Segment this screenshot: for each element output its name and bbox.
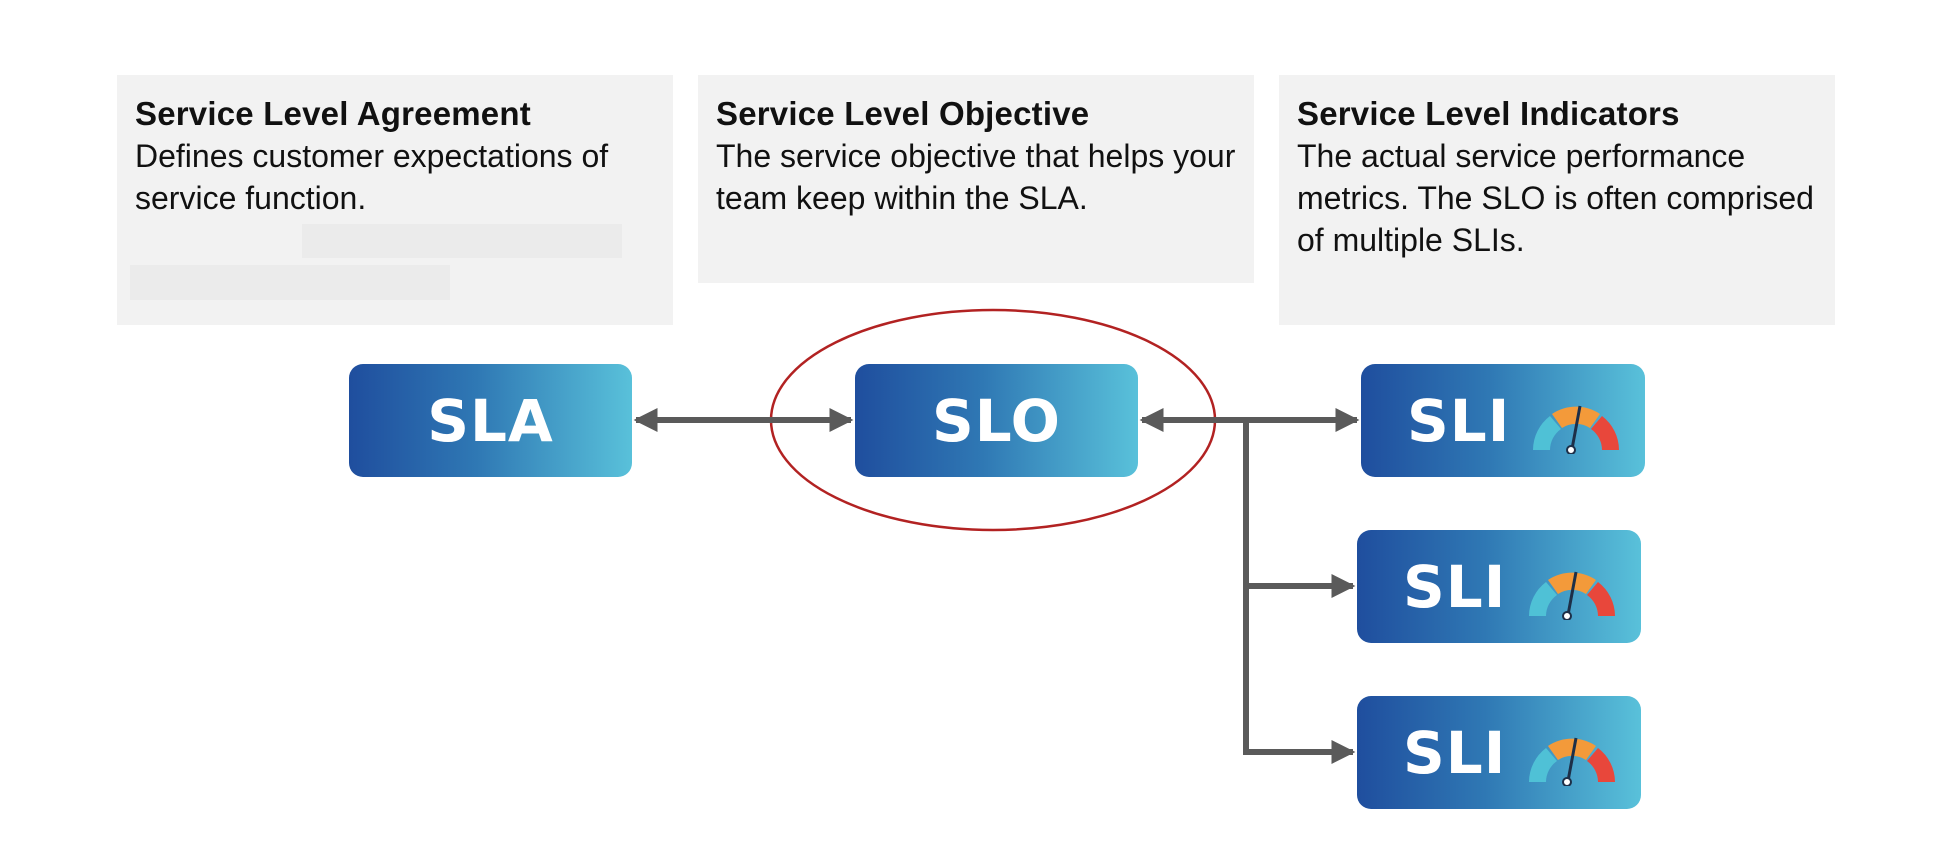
sla-node: SLA bbox=[349, 364, 632, 477]
sli-node: SLI bbox=[1361, 364, 1645, 477]
slo-card-title: Service Level Objective bbox=[716, 95, 1090, 132]
redacted-text-block bbox=[302, 224, 622, 258]
slo-node-label: SLO bbox=[932, 386, 1061, 455]
sli-node: SLI bbox=[1357, 696, 1641, 809]
sli-card-title: Service Level Indicators bbox=[1297, 95, 1680, 132]
slo-card-description: The service objective that helps your te… bbox=[716, 138, 1236, 216]
sla-node-label: SLA bbox=[427, 386, 554, 455]
sli-node-label: SLI bbox=[1403, 552, 1507, 621]
sli-node-label: SLI bbox=[1403, 718, 1507, 787]
slo-node: SLO bbox=[855, 364, 1138, 477]
sla-card-title: Service Level Agreement bbox=[135, 95, 531, 132]
sla-card-description: Defines customer expectations of service… bbox=[135, 138, 609, 216]
slo-description-card: Service Level Objective The service obje… bbox=[698, 75, 1254, 283]
sli-description-card: Service Level Indicators The actual serv… bbox=[1279, 75, 1835, 325]
gauge-icon bbox=[1529, 571, 1615, 620]
sli-card-description: The actual service performance metrics. … bbox=[1297, 138, 1814, 258]
gauge-icon bbox=[1529, 737, 1615, 786]
sli-node-label: SLI bbox=[1407, 386, 1511, 455]
gauge-icon bbox=[1533, 405, 1619, 454]
sli-node: SLI bbox=[1357, 530, 1641, 643]
redacted-text-block bbox=[130, 265, 450, 300]
